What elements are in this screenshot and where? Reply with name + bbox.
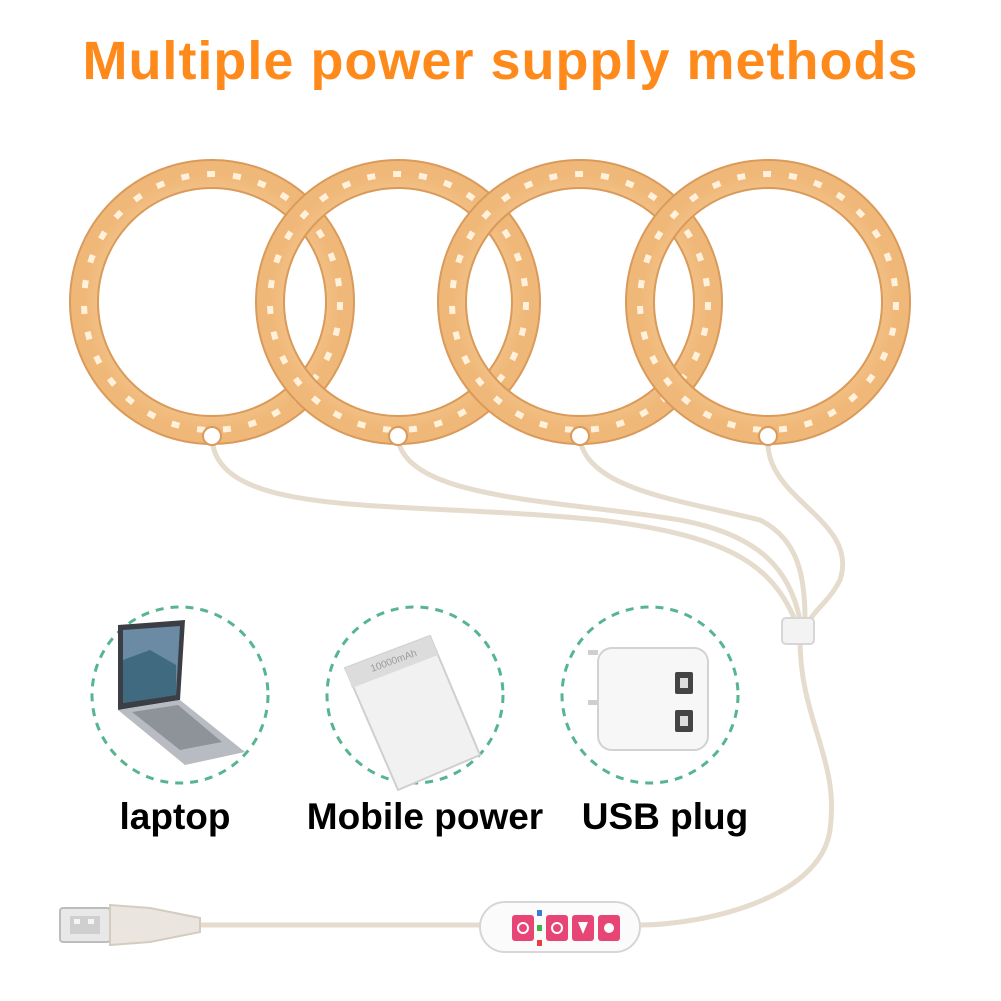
power-bank-icon: 10000mAh <box>343 634 482 792</box>
cable-splitter <box>781 617 815 645</box>
cables <box>182 437 846 928</box>
controller <box>479 901 641 953</box>
status-led-blue <box>537 910 542 916</box>
power-button[interactable] <box>512 915 534 941</box>
label-mobile-power: Mobile power <box>306 796 544 837</box>
usb-charger-icon <box>588 647 709 751</box>
label-laptop: laptop <box>119 796 231 837</box>
led-ring <box>625 159 911 446</box>
usb-connector-icon <box>59 903 201 947</box>
led-ring <box>69 159 355 446</box>
laptop-icon <box>118 620 245 765</box>
status-led-green <box>537 925 542 931</box>
headline: Multiple power supply methods <box>82 31 919 91</box>
label-usb-plug: USB plug <box>581 796 749 837</box>
timer-button[interactable] <box>546 915 568 941</box>
led-ring <box>255 159 541 446</box>
status-led-red <box>537 940 542 946</box>
led-ring <box>437 159 723 446</box>
